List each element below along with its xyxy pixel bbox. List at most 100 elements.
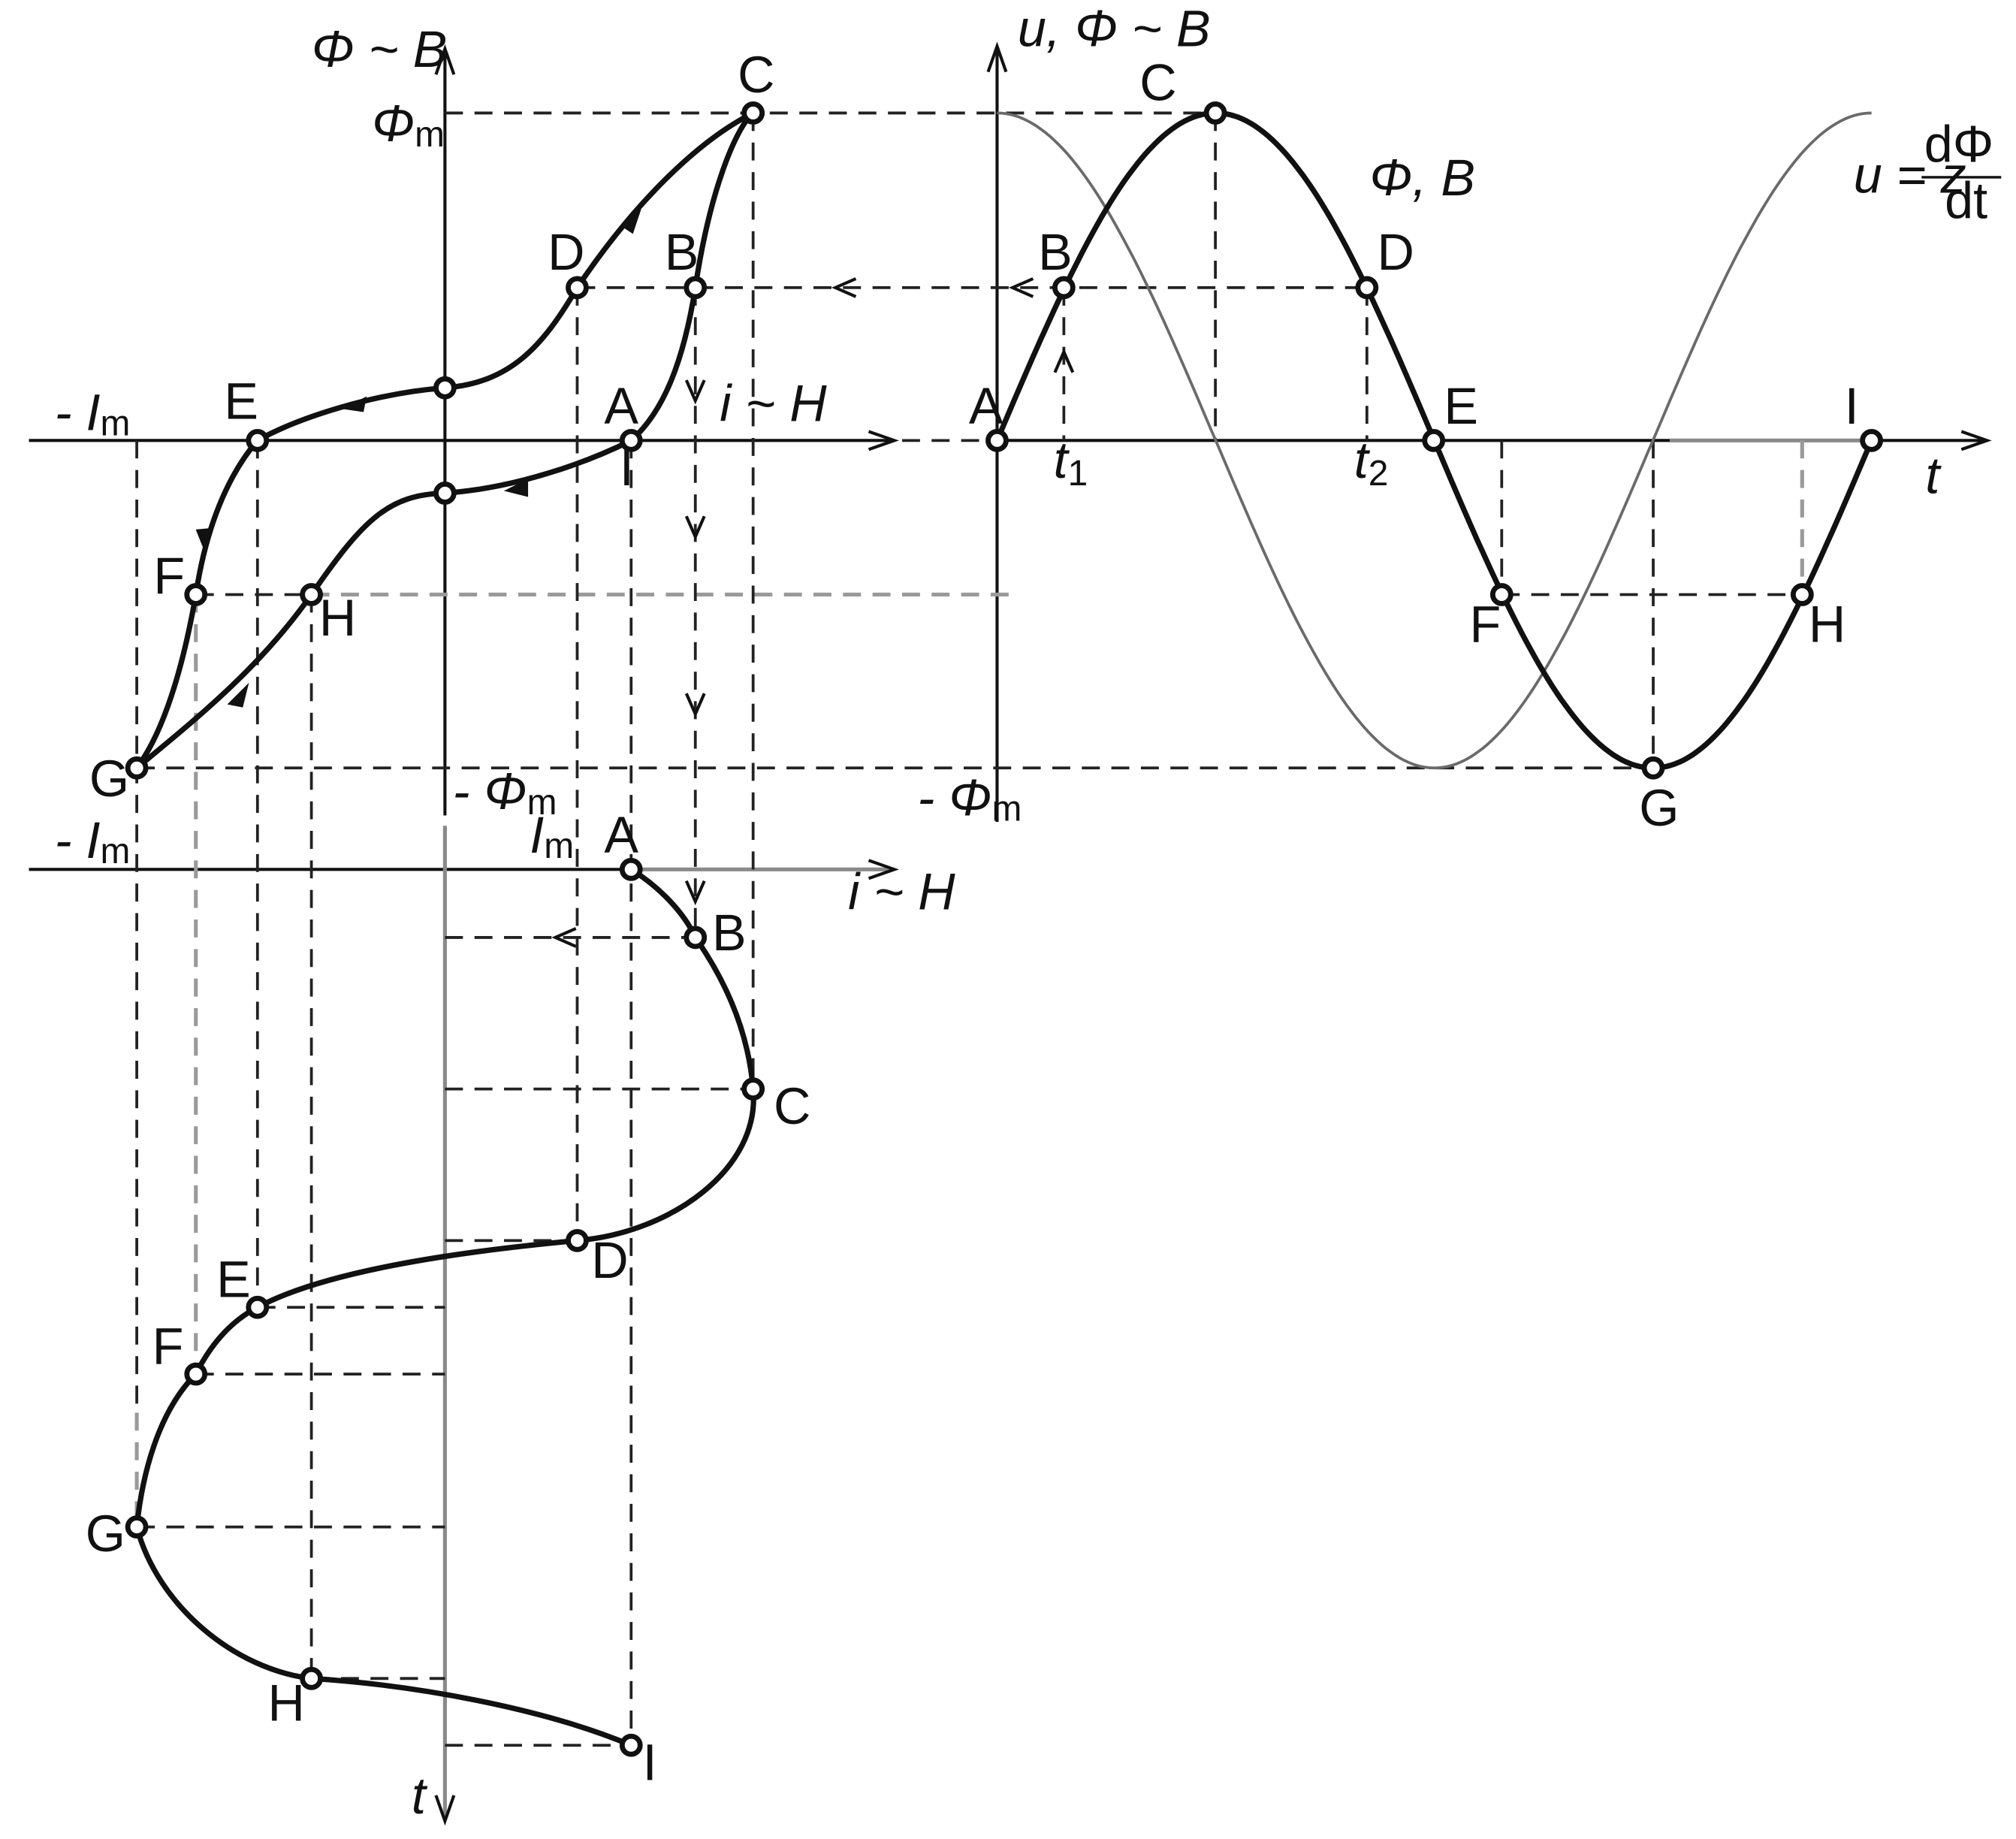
hyst-label-A-tick: I	[620, 439, 634, 497]
current-point-F	[184, 1362, 208, 1386]
hyst-label-H: H	[319, 590, 356, 647]
hyst-label-D: D	[548, 224, 584, 281]
t2-symbol: t	[1354, 432, 1371, 489]
time-point-D	[1355, 276, 1379, 300]
hyst-point-A	[619, 428, 643, 452]
neg-phi-max-right-subscript: m	[991, 789, 1022, 829]
time-label-I: I	[1845, 378, 1859, 435]
time-label-G: G	[1639, 780, 1679, 837]
time-point-G	[1641, 756, 1665, 780]
neg-i-max-label-bottom: - Im	[55, 812, 131, 871]
i-max-label: Im	[530, 807, 574, 866]
current-point-I	[619, 1733, 643, 1757]
hyst-label-A: A	[604, 378, 638, 435]
neg-phi-max-label-left: - Φm	[453, 763, 557, 823]
voltage-formula-text: u = z	[1854, 146, 1966, 204]
time-point-E	[1422, 428, 1446, 452]
t1-label: t1	[1054, 432, 1088, 494]
time-point-I	[1860, 428, 1884, 452]
i-max-subscript: m	[544, 826, 574, 866]
current-t-axis-label: t	[412, 1768, 428, 1825]
current-t-axis-arrow	[434, 1795, 456, 1826]
hyst-point-lower-crossing	[433, 482, 457, 505]
neg-phi-max-right-symbol: - Φ	[917, 770, 991, 827]
current-label-D: D	[591, 1232, 628, 1289]
current-point-C	[741, 1077, 765, 1101]
phi-max-subscript: m	[415, 115, 445, 155]
time-label-A: A	[969, 378, 1003, 435]
marker-points	[125, 101, 1884, 1757]
time-label-D: D	[1377, 224, 1414, 281]
neg-i-max-symbol: - I	[55, 385, 101, 442]
hysteresis-y-axis-arrow	[434, 44, 456, 75]
neg-phi-max-label-right: - Φm	[917, 770, 1022, 829]
time-y-axis-arrow	[986, 41, 1008, 73]
current-point-G	[125, 1515, 149, 1539]
flux-curve-label: Φ, B	[1369, 149, 1475, 207]
t1-subscript: 1	[1068, 454, 1088, 494]
voltage-formula-numerator: dΦ	[1924, 116, 1994, 173]
time-label-F: F	[1470, 596, 1501, 654]
time-x-axis-arrow	[1960, 430, 1992, 451]
time-label-C: C	[1139, 54, 1176, 111]
time-point-B	[1052, 276, 1076, 300]
hyst-point-upper-crossing	[433, 376, 457, 400]
hyst-point-B	[684, 276, 708, 300]
current-point-A	[619, 857, 643, 881]
construction-direction-arrows	[551, 277, 1075, 948]
hysteresis-x-axis-arrow	[868, 430, 899, 451]
voltage-curve	[997, 111, 1872, 770]
current-point-E	[246, 1295, 270, 1319]
current-label-F: F	[152, 1318, 184, 1375]
current-point-B	[684, 926, 708, 950]
current-i-axis-arrow	[868, 859, 899, 880]
time-label-E: E	[1444, 378, 1478, 435]
neg-phi-max-symbol: - Φ	[453, 763, 527, 820]
hyst-point-D	[566, 276, 589, 300]
current-label-B: B	[712, 904, 747, 962]
hyst-point-H	[300, 583, 323, 606]
hyst-label-E: E	[224, 373, 258, 430]
current-label-A: A	[604, 807, 638, 864]
t2-label: t2	[1354, 432, 1389, 494]
neg-i-max-subscript: m	[100, 404, 130, 444]
hysteresis-direction-arrows	[195, 208, 641, 708]
current-label-E: E	[216, 1252, 251, 1309]
time-point-F	[1489, 583, 1514, 606]
time-y-axis-label: u, Φ ~ B	[1018, 1, 1211, 58]
time-point-C	[1203, 101, 1227, 125]
t2-subscript: 2	[1369, 454, 1389, 494]
current-point-H	[300, 1666, 323, 1690]
current-label-I: I	[643, 1734, 657, 1791]
hyst-label-B: B	[665, 224, 699, 281]
hysteresis-ascending-branch	[134, 110, 756, 771]
hyst-label-G: G	[89, 750, 129, 808]
hyst-point-C	[741, 101, 765, 125]
time-point-A	[985, 428, 1009, 452]
phi-max-symbol: Φ	[372, 95, 415, 152]
voltage-formula-denominator: dt	[1945, 173, 1987, 230]
time-x-axis-label: t	[1925, 447, 1942, 504]
phi-max-label: Φm	[372, 95, 445, 155]
neg-i-max-bottom-subscript: m	[100, 832, 130, 871]
current-label-G: G	[86, 1505, 125, 1563]
neg-phi-max-subscript: m	[527, 783, 557, 823]
t1-symbol: t	[1054, 432, 1070, 489]
hyst-label-F: F	[153, 548, 185, 605]
hyst-point-G	[125, 756, 149, 780]
hysteresis-x-axis-label: i ~ H	[720, 376, 827, 433]
current-label-H: H	[267, 1675, 304, 1732]
current-i-axis-label: i ~ H	[848, 863, 955, 920]
time-label-B: B	[1038, 224, 1073, 281]
neg-i-max-bottom-symbol: - I	[55, 812, 101, 869]
time-point-H	[1790, 583, 1814, 606]
hyst-point-F	[184, 583, 208, 606]
hyst-point-E	[246, 428, 270, 452]
current-point-D	[566, 1228, 589, 1252]
construction-lines	[134, 111, 1805, 1747]
neg-i-max-label-top: - Im	[55, 385, 131, 444]
hysteresis-y-axis-label: Φ ~ B	[312, 21, 448, 78]
time-label-H: H	[1809, 596, 1845, 654]
